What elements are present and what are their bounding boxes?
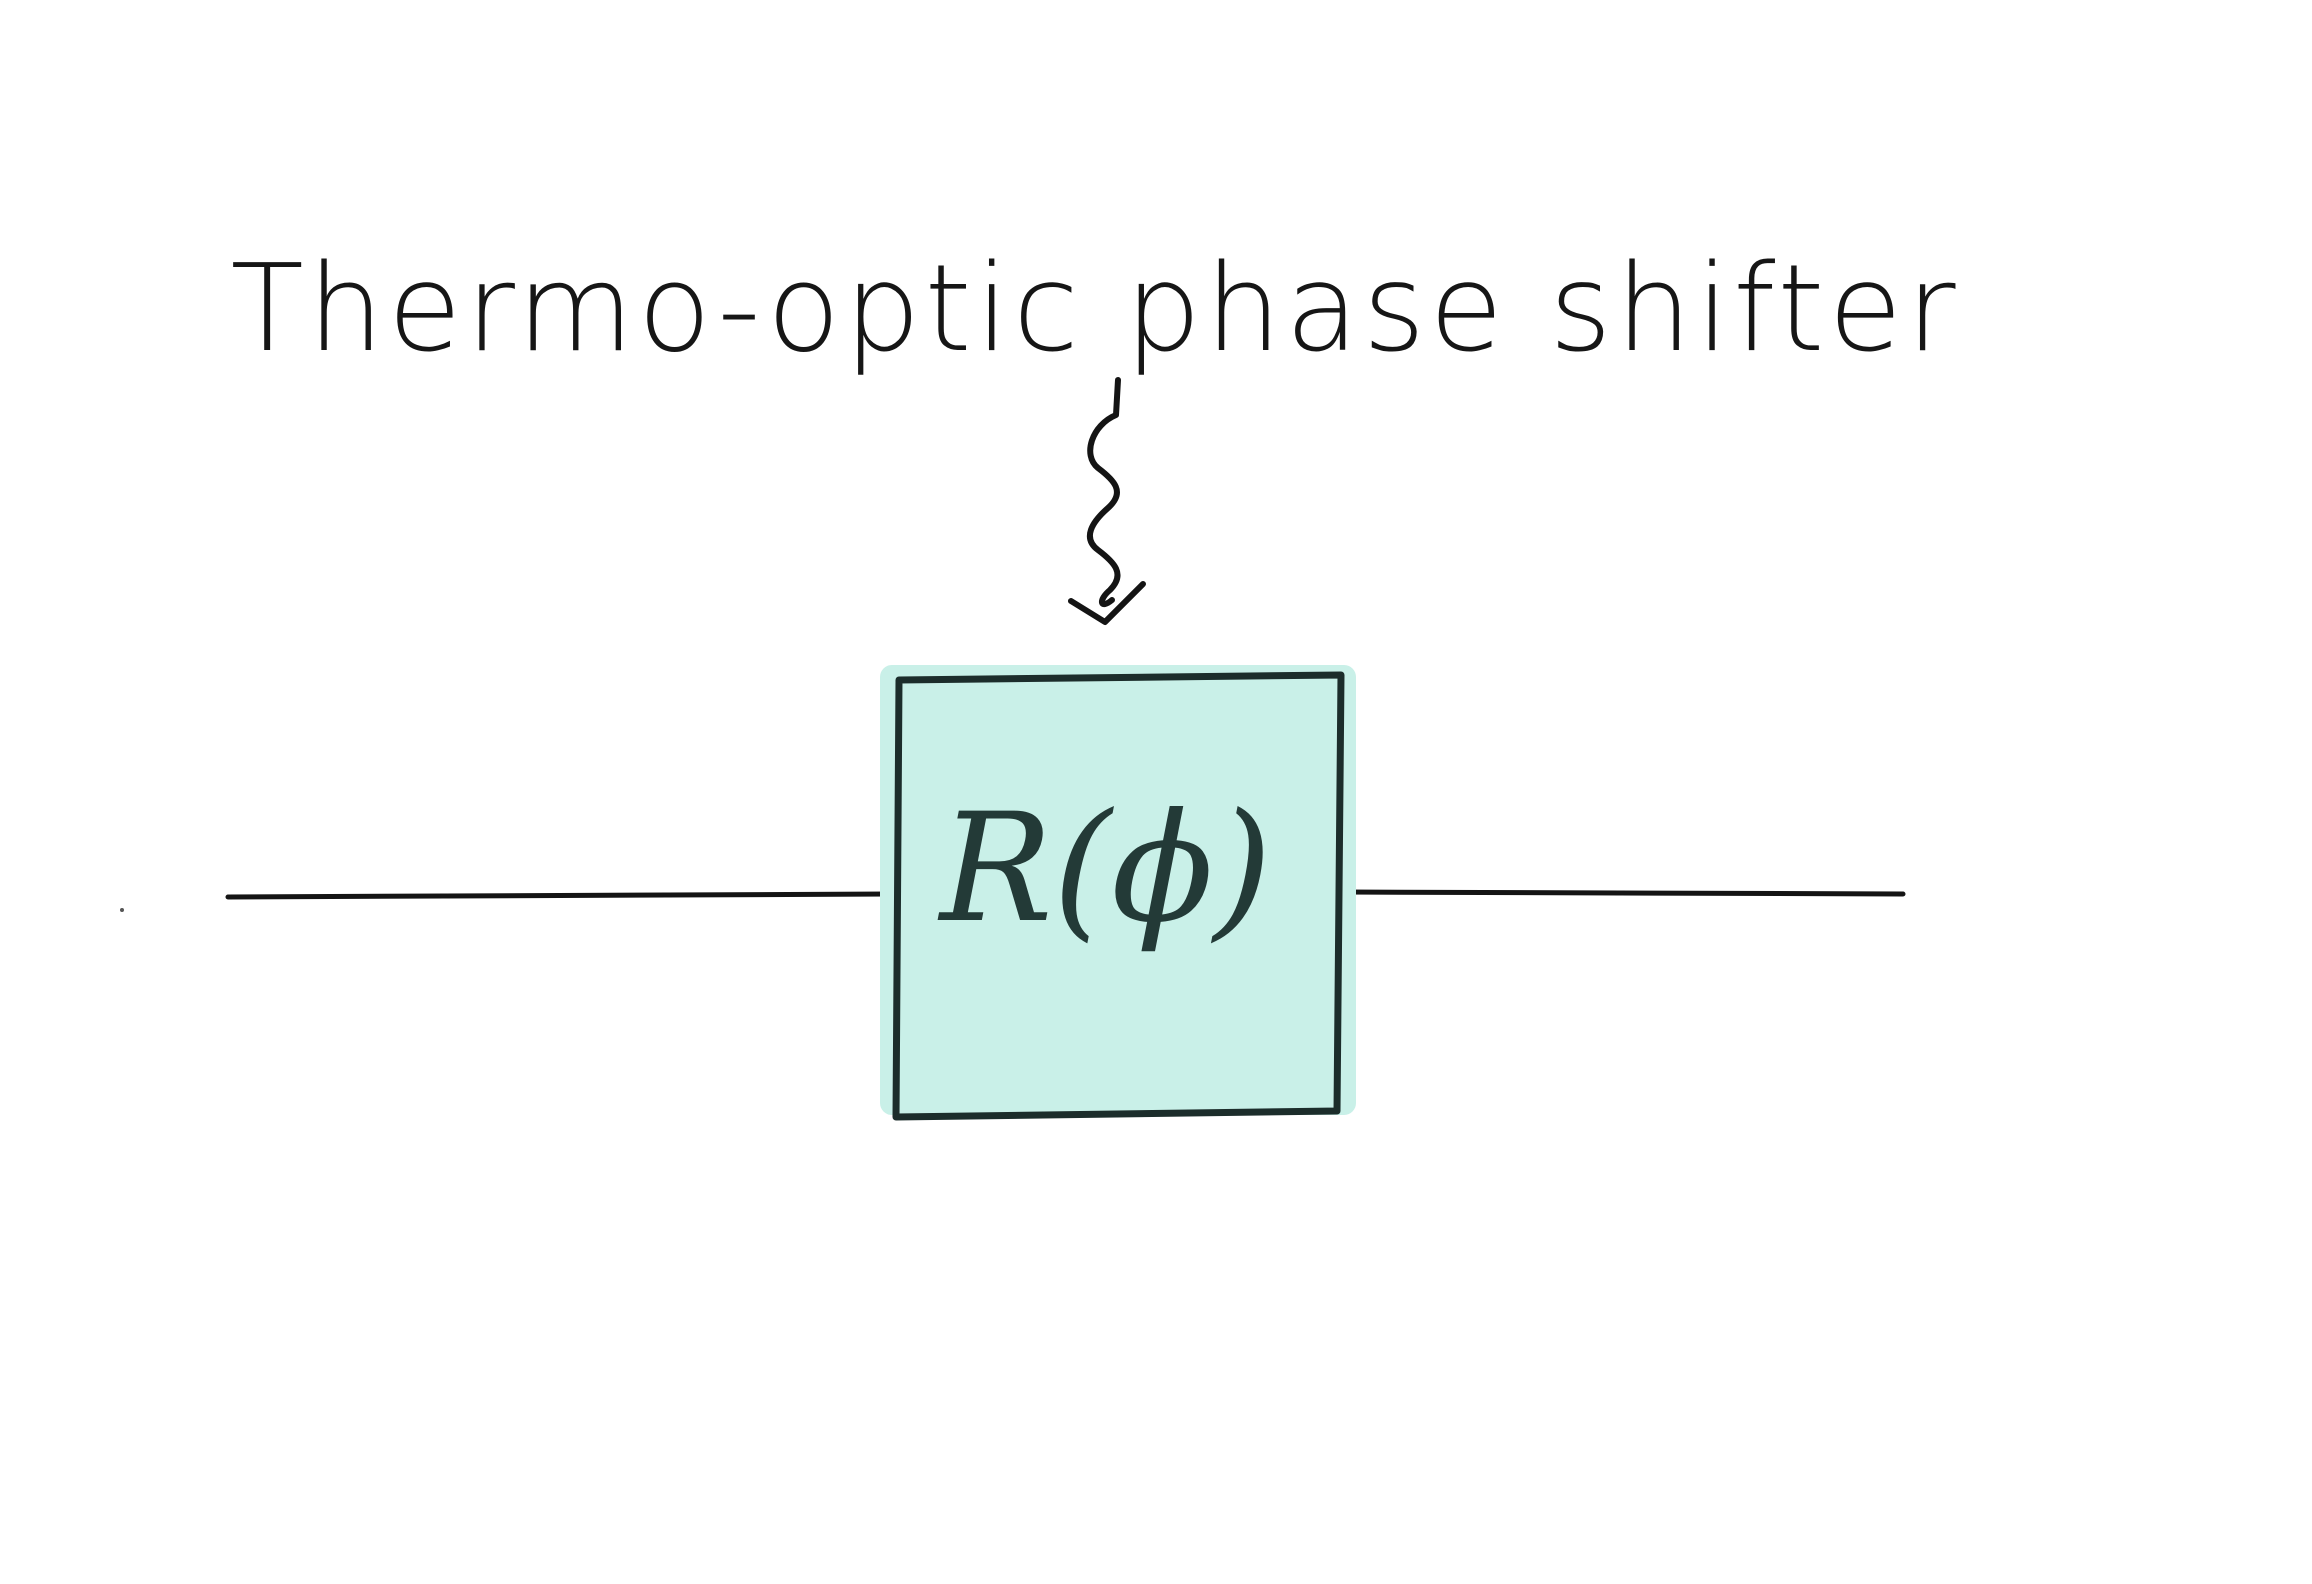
- phase-shifter-gate: R(ϕ): [880, 665, 1356, 1121]
- gate-label: R(ϕ): [937, 782, 1272, 956]
- output-waveguide: [1340, 889, 1906, 897]
- gate-outline: [892, 671, 1345, 1121]
- input-waveguide: [225, 891, 896, 900]
- gate-fill: [880, 665, 1356, 1115]
- arrow-head: [1068, 581, 1146, 625]
- stray-mark: [120, 908, 124, 912]
- caption-label: Thermo-optic phase shifter: [230, 240, 1959, 379]
- squiggle-line: [1086, 377, 1121, 608]
- heater-signal-arrow: [1068, 377, 1146, 625]
